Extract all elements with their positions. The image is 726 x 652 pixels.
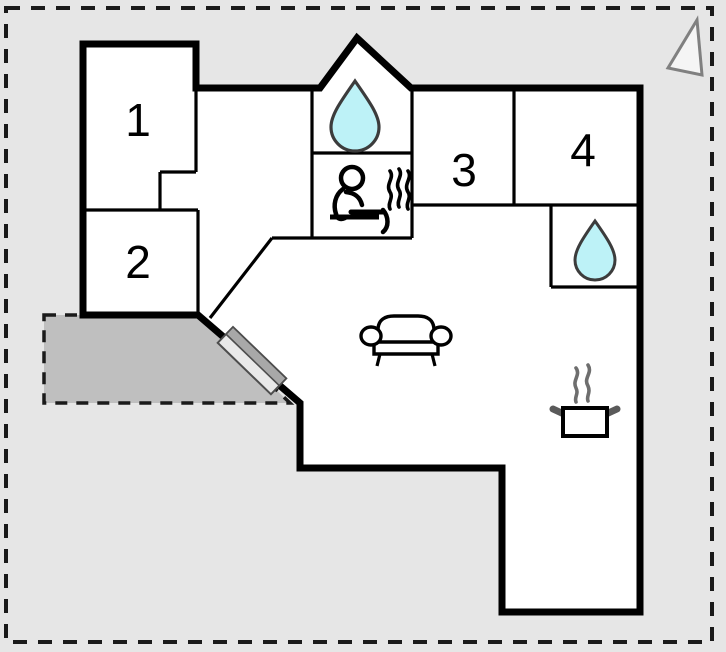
interior-walls (85, 88, 640, 319)
sauna-icon (330, 164, 412, 235)
cooking-pot-icon (549, 363, 621, 438)
terrace (42, 313, 295, 405)
north-arrow-icon (665, 15, 704, 77)
room-number-4: 4 (570, 124, 596, 176)
room-number-2: 2 (125, 236, 151, 288)
water-drop-icon (329, 78, 381, 153)
sliding-glass-door[interactable] (216, 325, 288, 396)
building-footprint (83, 38, 640, 612)
room-number-1: 1 (125, 94, 151, 146)
property-boundary (4, 6, 714, 644)
room-number-group: 1 2 3 4 (125, 94, 596, 288)
water-drop-icon (573, 218, 617, 282)
room-number-3: 3 (451, 144, 477, 196)
sofa-icon (359, 314, 453, 367)
